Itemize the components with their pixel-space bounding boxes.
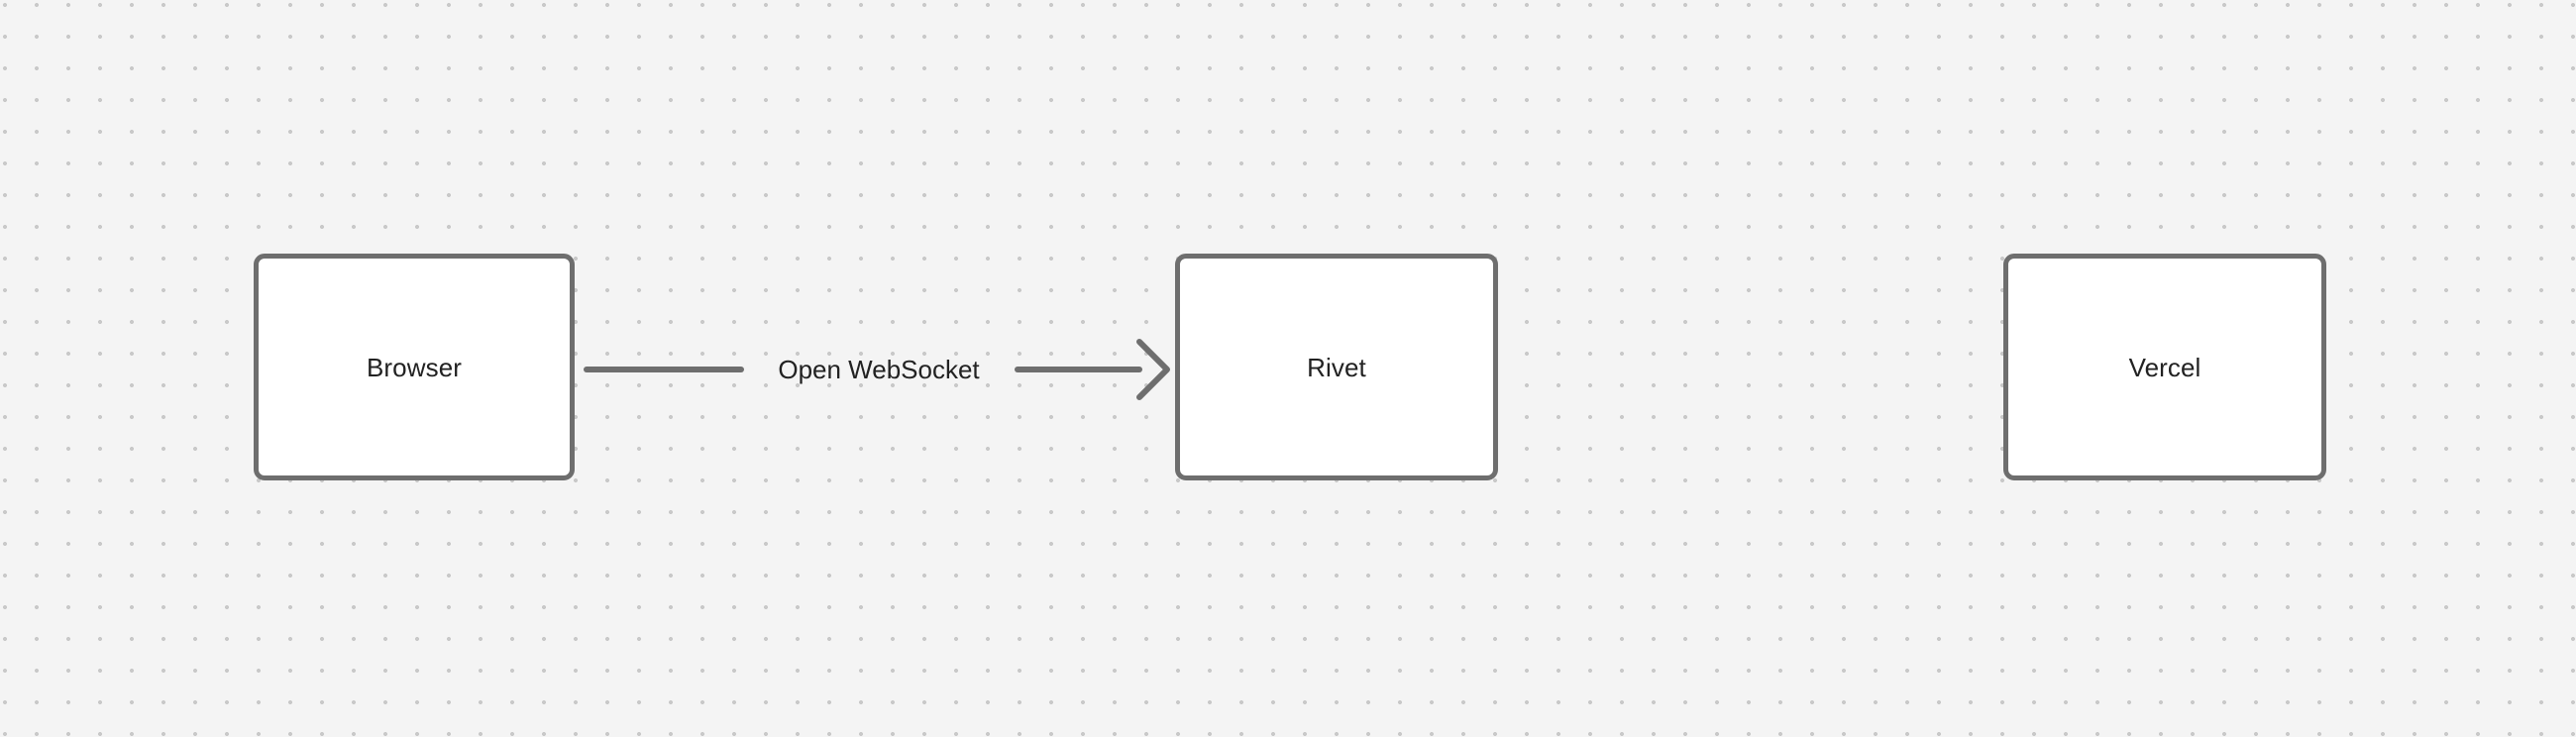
node-browser[interactable]: Browser: [254, 254, 575, 480]
arrow-head-icon: [1136, 339, 1170, 400]
node-vercel-label: Vercel: [2128, 352, 2201, 382]
node-browser-label: Browser: [366, 352, 463, 382]
node-vercel[interactable]: Vercel: [2003, 254, 2326, 480]
node-rivet-label: Rivet: [1307, 352, 1366, 382]
node-rivet[interactable]: Rivet: [1175, 254, 1498, 480]
edge-label-open-websocket: Open WebSocket: [778, 355, 980, 384]
